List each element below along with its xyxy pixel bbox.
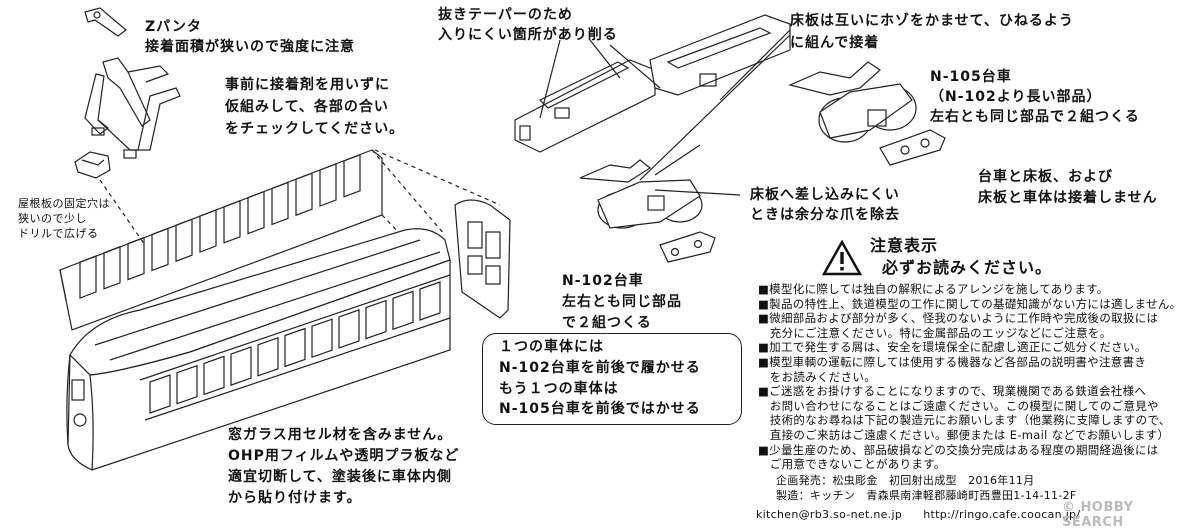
warning-triangle-icon [822,240,862,276]
note-line: ■模型車輌の運転に際しては使用する機器など各部品の説明書や注意書き [758,354,1147,369]
note-line: ■微細部品および部分が多く、怪我のないように工作時や完成後の取扱には [758,311,1159,326]
car-body-drawing [66,228,451,471]
z-panta-title: Zパンタ [145,19,202,35]
credits-line2: 製造：キッチン 青森県南津軽郡藤崎町西豊田1-14-11-2F [776,488,1077,502]
caution-notes-list: ■模型化に際しては独自の解釈によるアレンジを施してあります。 ■製品の特性上、鉄… [758,282,1181,472]
note-line: お問い合わせになることはご遠慮ください。この模型に関してのご意見や [758,398,1159,413]
z-panta-note: 接着面積が狭いので強度に注意 [145,39,355,55]
truck-usage-callout: １つの車体には N-102台車を前後で履かせる もう１つの車体は N-105台車… [482,333,742,425]
caution-subtitle: 必ずお読みください。 [882,258,1053,277]
z-pantograph-drawing [74,7,181,179]
credits-contact: kitchen@rb3.so-net.ne.jp http://ringo.ca… [756,503,1080,523]
n105-truck-drawing [788,61,946,166]
credits: 企画発売：松虫彫金 初回射出成型 2016年11月 製造：キッチン 青森県南津軽… [776,474,1077,503]
caution-title: 注意表示 [870,236,939,255]
credits-url: http://ringo.cafe.coocan.jp/ [923,508,1081,521]
watermark: © HOBBY SEARCH [1062,500,1134,530]
note-line: ■ご迷惑をお掛けすることになりますので、現業機関である鉄道会社様へ [758,384,1147,399]
end-panel-drawing [454,199,511,319]
note-line: ご用意できないことがあります。 [758,457,946,472]
note-line: ■製品の特性上、鉄道模型の工作に関しての基礎知識がない方には適しません。 [758,296,1182,311]
note-line: ■模型化に際しては独自の解釈によるアレンジを施してあります。 [758,282,1109,296]
floor-plate-drawing [514,14,791,153]
note-line: ■少量生産のため、部品破損などの交換分完成はある程度の期間経過後には [758,442,1159,457]
note-line: ■加工で発生する屑は、安全を環境保全に配慮し適正にご処分ください。 [758,340,1147,355]
note-line: 直接のご来訪はご遠慮ください。郵便または E-mail などでお願いします） [758,427,1170,442]
credits-line1: 企画発売：松虫彫金 初回射出成型 2016年11月 [776,474,1035,487]
note-line: 充分にご注意ください。特に金属部品のエッジなどにご注意を。 [758,325,1112,340]
credits-email: kitchen@rb3.so-net.ne.jp [756,508,903,521]
note-line: をお読みください。 [758,369,876,384]
note-line: 技術的なお尋ねは下記の製造元にお願いします（他業務に支障しますので、 [758,413,1171,428]
n102-truck-drawing [579,159,716,263]
